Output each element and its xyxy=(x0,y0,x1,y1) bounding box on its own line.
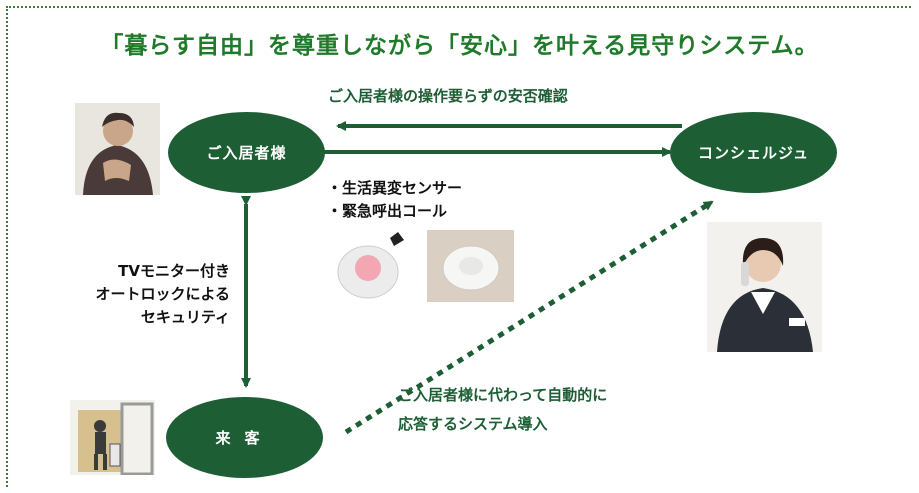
dotted-arrow-visitor-to-concierge xyxy=(344,199,714,435)
motion-sensor-photo xyxy=(427,230,514,302)
auto-response-line: 応答するシステム導入 xyxy=(398,415,548,433)
elderly-resident-photo xyxy=(75,103,160,195)
security-label: TVモニター付き オートロックによる セキュリティ xyxy=(40,260,230,329)
security-line: TVモニター付き xyxy=(118,262,230,280)
sensor-item: ・緊急呼出コール xyxy=(327,202,448,220)
security-line: オートロックによる xyxy=(95,285,230,303)
auto-response-label: ご入居者様に代わって自動的に 応答するシステム導入 xyxy=(398,381,607,439)
sensor-item: ・生活異変センサー xyxy=(327,179,463,197)
concierge-photo xyxy=(707,222,822,352)
entrance-visitor-photo xyxy=(70,400,155,475)
sensor-list: ・生活異変センサー ・緊急呼出コール xyxy=(327,177,462,223)
dotted-frame xyxy=(6,6,911,487)
concierge-node: コンシェルジュ xyxy=(670,112,837,193)
page-title: 「暮らす自由」を尊重しながら「安心」を叶える見守りシステム。 xyxy=(100,32,819,59)
security-line: セキュリティ xyxy=(140,308,230,326)
safety-check-label: ご入居者様の操作要らずの安否確認 xyxy=(328,87,568,105)
emergency-call-button-photo xyxy=(332,230,412,302)
resident-node: ご入居者様 xyxy=(168,112,325,193)
auto-response-line: ご入居者様に代わって自動的に xyxy=(398,386,608,404)
visitor-node: 来客 xyxy=(166,397,323,478)
